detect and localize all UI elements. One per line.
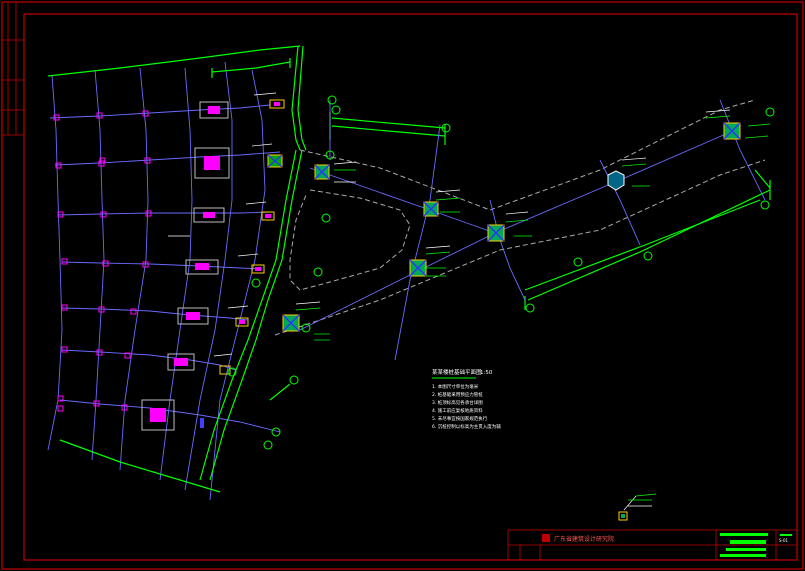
title-block-fills: [720, 533, 792, 557]
notes-line-2: 2. 桩基础采用预应力管桩: [432, 391, 483, 398]
notes-title: 某某楼桩基础平面图: [432, 368, 482, 376]
structural-grid: [47, 61, 281, 501]
notes-scale: 1:50: [480, 370, 493, 376]
annotation-marks-green: [295, 115, 771, 341]
building-outline: [47, 45, 771, 493]
pile-cap-centers: [150, 106, 220, 422]
notes-line-4: 4. 施工前应复核地质资料: [432, 407, 483, 414]
corridor-outline: [274, 99, 766, 336]
inner-frame: [23, 13, 798, 561]
annotation-marks: [168, 92, 731, 357]
corridor-grid: [299, 99, 766, 361]
notes-block: 某某楼桩基础平面图 1:50 1. 本图尺寸单位为毫米 2. 桩基础采用预应力管…: [432, 368, 501, 430]
left-margin-table: [2, 2, 24, 136]
notes-line-5: 5. 未尽事宜按国家规范执行: [432, 415, 488, 422]
pile-crosses: [267, 122, 741, 332]
notes-line-6: 6. 沉桩控制以标高为主贯入度为辅: [432, 423, 501, 430]
notes-line-3: 3. 桩顶标高见各承台详图: [432, 399, 483, 406]
pile-caps: [141, 101, 230, 431]
sheet-number: S-01: [779, 538, 789, 543]
legend-symbol: [618, 493, 657, 521]
grid-nodes: [53, 110, 152, 412]
company-name: 广东省建筑设计研究院: [554, 535, 614, 543]
title-block: [507, 529, 798, 561]
corridor-piles: [282, 122, 741, 332]
axis-bubbles: [227, 95, 775, 450]
company-logo: [542, 534, 550, 542]
notes-line-1: 1. 本图尺寸单位为毫米: [432, 383, 479, 390]
